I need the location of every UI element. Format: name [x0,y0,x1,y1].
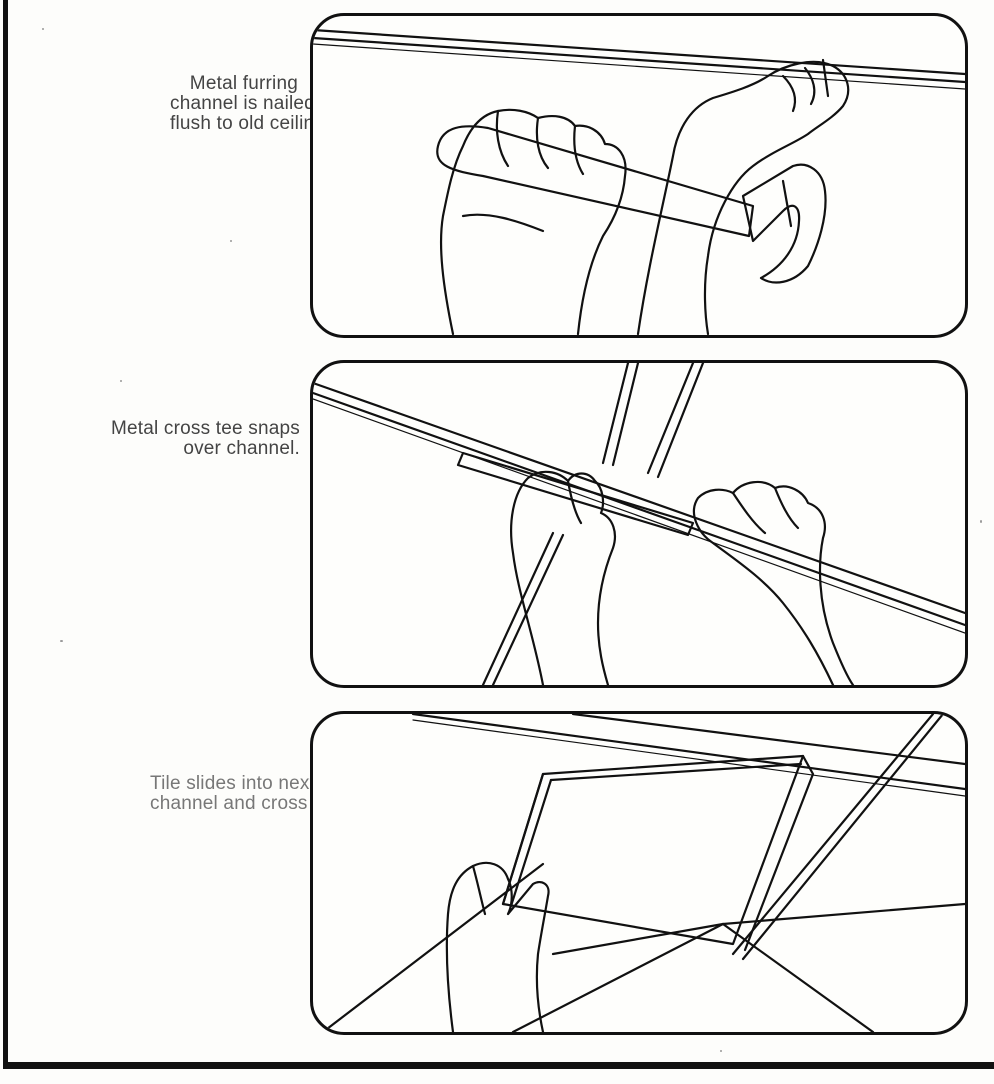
hammering-channel-illustration [313,16,965,335]
cross-tee [493,535,563,685]
finger-line [473,866,485,914]
step-3-caption-line: Tile slides into next [150,774,290,794]
step-3-caption: Tile slides into next channel and cross … [150,774,290,814]
finger-line [805,68,814,104]
tile-sliding-illustration [313,714,965,1032]
fist-gripping-hammer [441,110,625,334]
step-1-illustration-panel [310,13,968,338]
knuckle-line [574,126,583,174]
paper-speck [720,1050,722,1052]
hammer-handle [437,126,753,236]
cross-tee [658,363,703,477]
cross-tee [483,533,553,685]
step-2-caption: Metal cross tee snaps over channel. [10,419,300,459]
furring-channel [313,393,965,625]
step-2-illustration-panel [310,360,968,688]
ceiling-grid-line [513,924,723,1032]
ceiling-grid-line [723,924,873,1032]
step-1-caption: Metal furring channel is nailed flush to… [170,74,298,134]
paper-speck [42,28,44,30]
furring-channel [413,720,965,796]
finger-line [775,488,798,528]
cross-tee-illustration [313,363,965,685]
finger-line [733,493,765,533]
furring-channel [313,30,965,74]
paper-speck [120,380,122,382]
step-1-caption-line: flush to old ceiling [170,114,298,134]
ceiling-grid-line [323,864,543,1032]
ceiling-tile-edge [745,756,813,950]
furring-channel [313,38,965,82]
paper-speck [60,640,63,642]
ceiling-tile-edge [503,774,543,904]
step-1-caption-line: Metal furring [170,74,298,94]
step-1-caption-line: channel is nailed [170,94,298,114]
furring-channel [413,714,965,789]
step-3-illustration-panel [310,711,968,1035]
furring-channel [573,714,965,764]
paper-speck [230,240,232,242]
left-hand [511,472,615,685]
step-2-caption-line: Metal cross tee snaps [10,419,300,439]
right-hand [694,482,853,685]
page-border-bottom [3,1062,994,1069]
page-border-left [3,0,8,1068]
thumb [463,215,543,231]
paper-speck [980,520,982,523]
furring-channel [313,399,965,633]
cross-tee [648,363,693,473]
furring-channel [313,383,965,613]
step-3-caption-line: channel and cross tee [150,794,290,814]
cross-tee [603,363,628,463]
finger-line [783,76,795,111]
knuckle-line [497,111,508,166]
hammer-neck [783,181,791,226]
step-2-caption-line: over channel. [10,439,300,459]
cross-tee [613,363,638,465]
ceiling-tile-edge [551,764,801,780]
cross-tee [733,714,933,954]
hand-holding-tile [447,863,549,1032]
